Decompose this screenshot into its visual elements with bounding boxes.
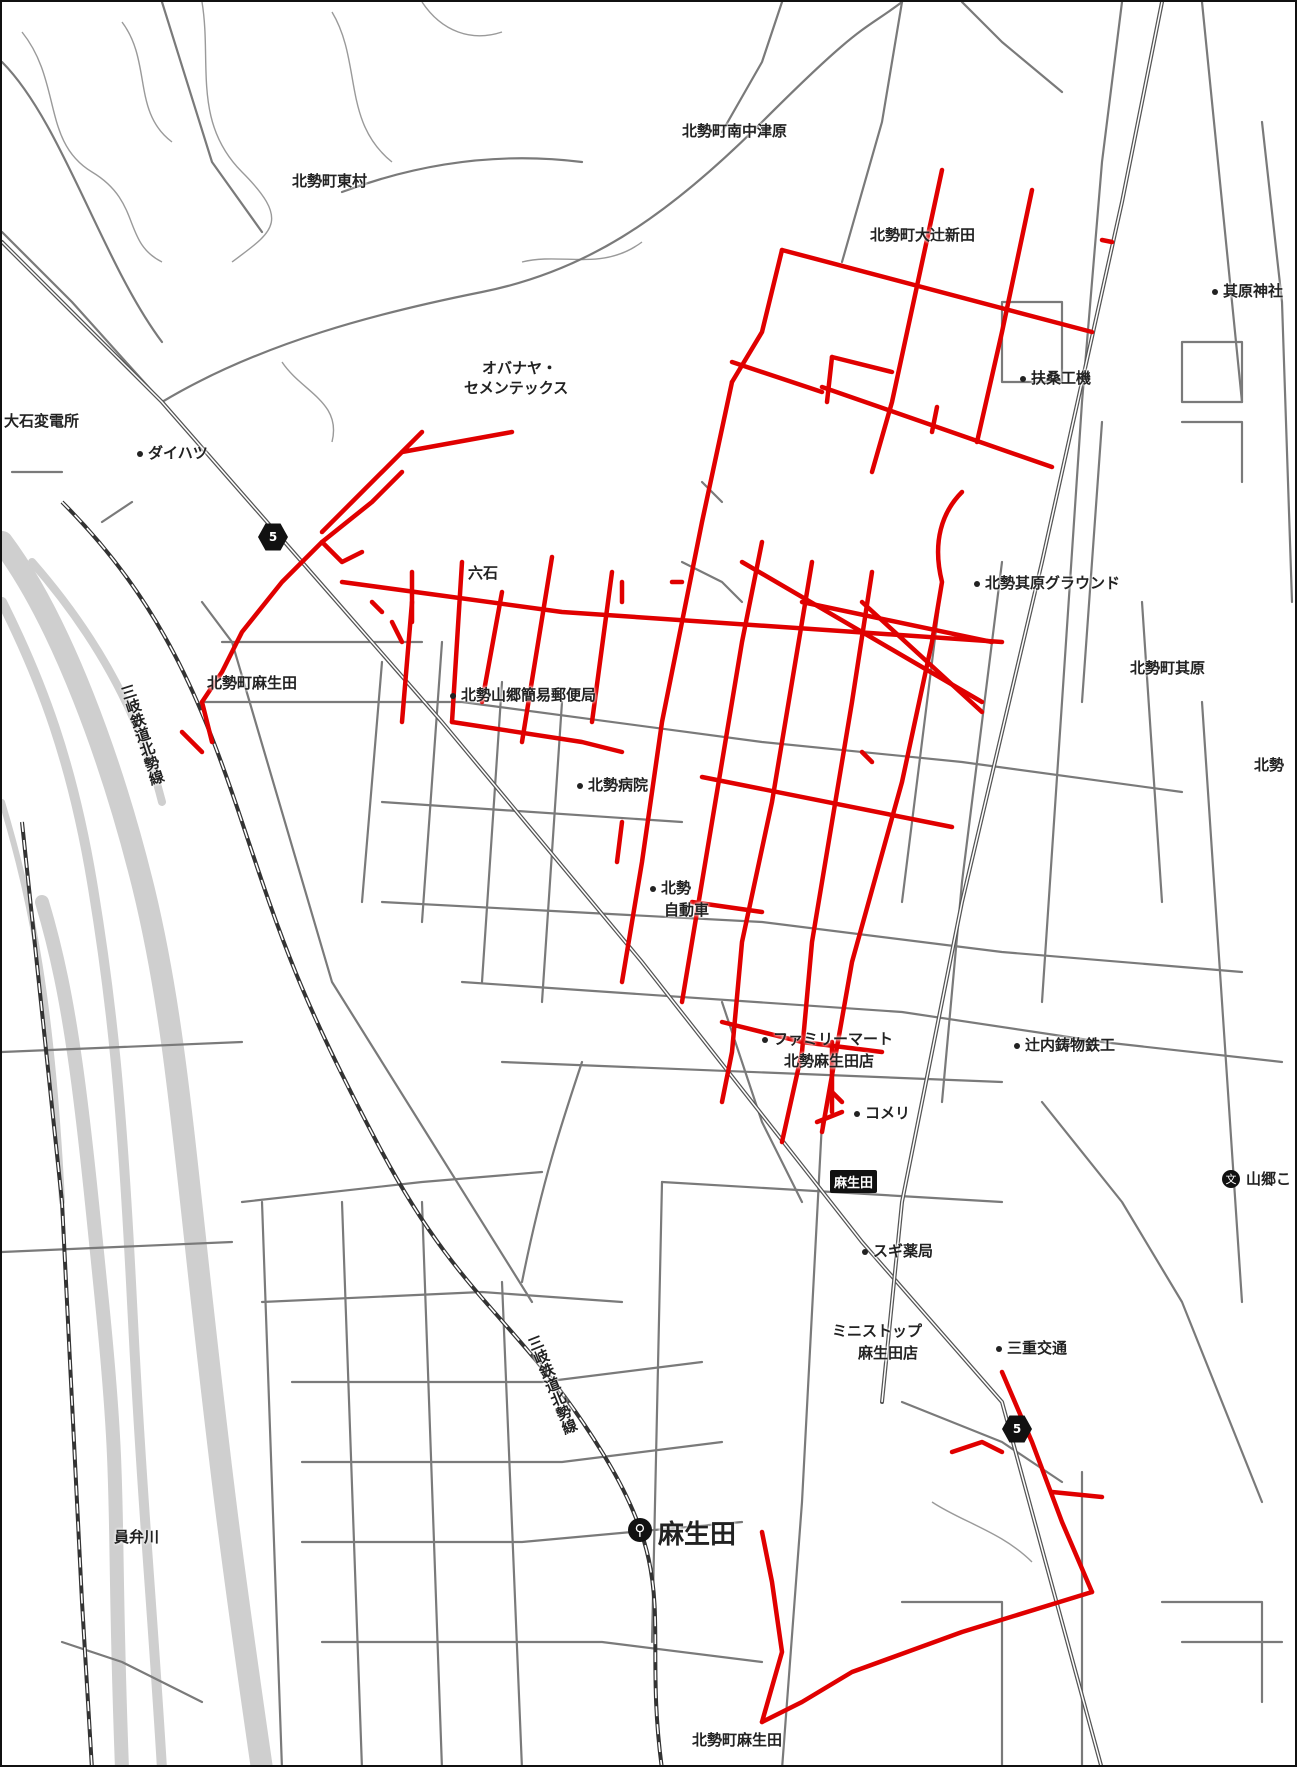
area-label: 北勢町大辻新田 xyxy=(870,226,976,244)
route-number-hex-icon: 5 xyxy=(258,523,288,551)
poi-label-substation: 大石変電所 xyxy=(4,412,80,430)
river-label: 員弁川 xyxy=(114,1528,160,1546)
poi-dot-icon xyxy=(1212,288,1218,295)
area-label: 六石 xyxy=(468,564,499,582)
poi-dot-icon xyxy=(650,885,656,892)
school-icon: 文 xyxy=(1222,1170,1240,1188)
poi-label-obanaya: セメンテックス xyxy=(464,379,569,397)
poi-dot-icon xyxy=(996,1345,1002,1352)
poi-dot-icon xyxy=(577,782,583,789)
poi-label-car-shop: 自動車 xyxy=(664,901,710,919)
poi-dot-icon xyxy=(762,1036,768,1043)
railway-line xyxy=(20,500,664,1765)
poi-label-car-shop[interactable]: 北勢 xyxy=(650,877,691,898)
main-roads xyxy=(2,2,1164,1765)
highlighted-routes xyxy=(179,167,1115,1725)
poi-dot-icon xyxy=(450,692,456,699)
poi-label-post-office[interactable]: 北勢山郷簡易郵便局 xyxy=(450,684,596,705)
terrain-lines xyxy=(21,2,1033,1563)
poi-dot-icon xyxy=(1014,1042,1020,1049)
area-label: 北勢町麻生田 xyxy=(207,674,298,692)
poi-dot-icon xyxy=(974,580,980,587)
poi-label-ministop: 麻生田店 xyxy=(858,1344,919,1362)
poi-label-hospital[interactable]: 北勢病院 xyxy=(577,774,648,795)
poi-label-school[interactable]: 山郷こ xyxy=(1246,1170,1292,1188)
river-channels xyxy=(2,531,273,1765)
station-badge[interactable]: 麻生田 xyxy=(830,1170,878,1193)
poi-label-obanaya[interactable]: オバナヤ・ xyxy=(482,359,558,377)
poi-dot-icon xyxy=(862,1248,868,1255)
poi-label-familymart: 北勢麻生田店 xyxy=(784,1052,875,1070)
train-station-icon[interactable]: ⚲ xyxy=(628,1518,652,1542)
poi-label-mie-kotsu[interactable]: 三重交通 xyxy=(996,1337,1067,1358)
poi-label-ground[interactable]: 北勢其原グラウンド xyxy=(974,572,1120,593)
poi-label-komeri[interactable]: コメリ xyxy=(854,1102,910,1123)
poi-label-ministop[interactable]: ミニストップ xyxy=(832,1322,923,1340)
poi-label-familymart[interactable]: ファミリーマート xyxy=(762,1028,893,1049)
area-label: 北勢 xyxy=(1254,756,1285,774)
area-label: 北勢町東村 xyxy=(292,172,368,190)
route-number-hex-icon: 5 xyxy=(1002,1415,1032,1443)
area-label: 北勢町其原 xyxy=(1130,659,1206,677)
poi-dot-icon xyxy=(137,450,143,457)
station-label-main[interactable]: 麻生田 xyxy=(658,1520,737,1550)
poi-label-shrine[interactable]: 其原神社 xyxy=(1212,280,1283,301)
poi-dot-icon xyxy=(1020,375,1026,382)
poi-dot-icon xyxy=(854,1110,860,1117)
poi-label-tsujiuchi[interactable]: 辻内鋳物鉄工 xyxy=(1014,1034,1115,1055)
area-label: 北勢町南中津原 xyxy=(682,122,788,140)
poi-label-fuso[interactable]: 扶桑工機 xyxy=(1020,367,1091,388)
poi-label-daihatsu[interactable]: ダイハツ xyxy=(137,442,208,463)
poi-label-sugi[interactable]: スギ薬局 xyxy=(862,1240,933,1261)
area-label: 北勢町麻生田 xyxy=(692,1731,783,1749)
